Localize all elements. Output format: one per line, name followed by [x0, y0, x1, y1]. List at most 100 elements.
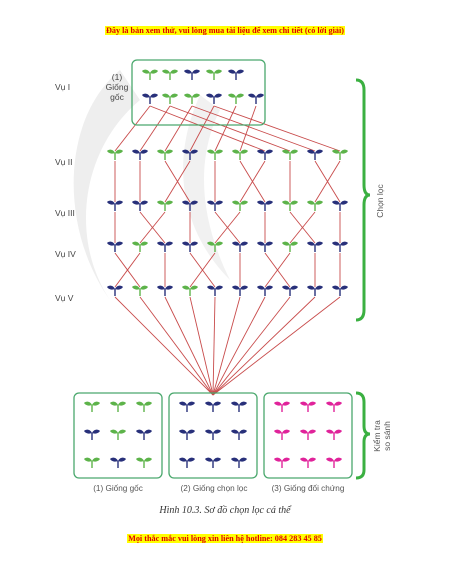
lineage-line	[164, 160, 191, 203]
plant	[332, 285, 348, 296]
plant	[228, 69, 244, 80]
plant	[232, 149, 248, 160]
row-label-5: Vụ V	[55, 293, 74, 303]
plant	[274, 401, 290, 412]
plant	[282, 285, 298, 296]
lineage-line	[139, 105, 171, 152]
lineage-line	[189, 252, 216, 288]
plant	[228, 93, 244, 104]
plant	[157, 285, 173, 296]
row-label-1: Vụ I	[55, 82, 71, 92]
plant	[157, 149, 173, 160]
bracket-test-line1: Kiểm tra	[372, 420, 382, 452]
row-label-4: Vụ IV	[55, 249, 76, 259]
plant	[248, 93, 264, 104]
plant	[206, 69, 222, 80]
bracket-select	[355, 78, 371, 322]
lineage-line	[212, 296, 266, 396]
box-original	[73, 392, 163, 479]
plant	[157, 200, 173, 211]
plant	[232, 200, 248, 211]
plant	[107, 241, 123, 252]
plant	[300, 429, 316, 440]
hotline-banner: Mọi thắc mắc vui lòng xin liên hệ hotlin…	[0, 534, 450, 543]
lineage-line	[139, 211, 166, 244]
plant	[182, 149, 198, 160]
plant	[107, 149, 123, 160]
hotline-banner-text: Mọi thắc mắc vui lòng xin liên hệ hotlin…	[127, 534, 323, 543]
lineage-line	[191, 105, 316, 152]
plant	[257, 200, 273, 211]
plant	[107, 285, 123, 296]
lineage-line	[214, 211, 241, 244]
plant	[179, 401, 195, 412]
lineage-line	[114, 296, 214, 396]
plant	[231, 401, 247, 412]
lineage-line	[314, 160, 341, 203]
lineage-line	[149, 105, 266, 152]
plant	[132, 285, 148, 296]
plant	[136, 429, 152, 440]
plant	[179, 429, 195, 440]
row-label-2: Vụ II	[55, 157, 73, 167]
plant	[107, 200, 123, 211]
box-control	[263, 392, 353, 479]
plant	[110, 429, 126, 440]
lineage-line	[169, 105, 291, 152]
plant	[232, 241, 248, 252]
plant	[282, 241, 298, 252]
plant	[332, 241, 348, 252]
plant	[257, 241, 273, 252]
lineage-line	[139, 296, 214, 396]
bracket-select-label: Chọn lọc	[375, 184, 385, 218]
plant	[282, 149, 298, 160]
plant	[307, 149, 323, 160]
plant	[132, 241, 148, 252]
origin-box	[131, 59, 266, 126]
plant	[332, 200, 348, 211]
plant	[300, 401, 316, 412]
plant	[207, 200, 223, 211]
lineage-line	[114, 252, 141, 288]
plant	[132, 149, 148, 160]
plant	[332, 149, 348, 160]
plant	[205, 457, 221, 468]
plant	[142, 93, 158, 104]
plant	[157, 241, 173, 252]
origin-label-line2: Giống	[105, 82, 129, 92]
lineage-line	[212, 296, 241, 396]
caption-control: (3) Giống đối chứng	[271, 484, 345, 493]
lineage-line	[212, 296, 291, 396]
lineage-line	[214, 105, 237, 152]
plant	[307, 285, 323, 296]
plant	[136, 457, 152, 468]
lineage-lines	[114, 105, 341, 396]
plant	[84, 457, 100, 468]
bracket-test	[355, 391, 371, 480]
lineage-line	[114, 105, 151, 152]
plant	[232, 285, 248, 296]
lineage-line	[239, 160, 266, 203]
lineage-line	[189, 105, 215, 152]
plant	[274, 457, 290, 468]
plant	[84, 429, 100, 440]
bracket-test-label: Kiểm tra so sánh	[372, 406, 392, 466]
plant	[231, 429, 247, 440]
plant	[282, 200, 298, 211]
plant	[184, 69, 200, 80]
plant	[257, 149, 273, 160]
preview-banner-text: Đây là bản xem thử, vui lòng mua tài liệ…	[104, 26, 345, 35]
origin-label-line1: (1)	[111, 72, 123, 82]
box-selected	[168, 392, 258, 479]
plant	[326, 401, 342, 412]
plant	[205, 429, 221, 440]
plant	[205, 401, 221, 412]
figure-title: Hình 10.3. Sơ đồ chọn lọc cá thể	[159, 505, 291, 516]
plant	[257, 285, 273, 296]
plant	[206, 93, 222, 104]
lineage-line	[189, 296, 214, 396]
watermark-swirl	[73, 70, 230, 300]
plant	[162, 69, 178, 80]
lineage-line	[239, 105, 257, 152]
